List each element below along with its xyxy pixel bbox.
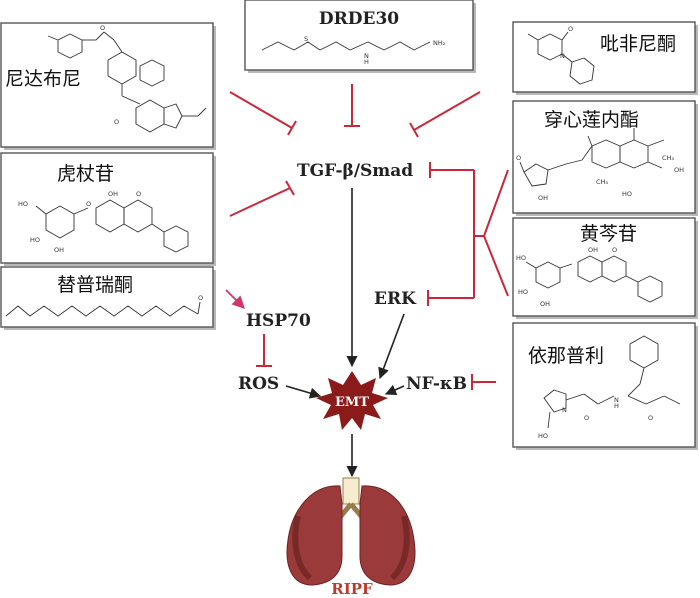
svg-text:O: O [584, 414, 589, 422]
teprenone-structure: O [5, 294, 203, 317]
svg-text:O: O [198, 294, 203, 302]
svg-text:N: N [560, 52, 565, 60]
svg-text:CH₃: CH₃ [596, 178, 608, 186]
baicalin-structure: HO HO OH OH O [516, 246, 663, 308]
node-emt: EMT [335, 395, 369, 410]
node-ripf: RIPF [331, 580, 373, 598]
polydatin-box: 虎杖苷 HO HO OH OH O O [0, 152, 216, 266]
teprenone-promote-arrow [225, 289, 245, 309]
svg-text:O: O [516, 154, 521, 162]
nintedanib-structure: O O [47, 24, 207, 133]
polydatin-label: 虎杖苷 [57, 163, 114, 185]
pirfenidone-box: 吡非尼酮 O N [512, 21, 698, 95]
svg-text:OH: OH [54, 246, 64, 254]
svg-text:HO: HO [516, 254, 526, 262]
svg-text:HO: HO [18, 200, 28, 208]
pirfenidone-label: 吡非尼酮 [600, 33, 676, 55]
svg-text:O: O [612, 246, 617, 254]
svg-text:O: O [86, 200, 91, 208]
svg-text:H: H [364, 58, 369, 66]
baicalin-label: 黄芩苷 [580, 223, 637, 245]
enalapril-structure: HO N N H O O [538, 335, 681, 440]
node-tgf-smad: TGF-β/Smad [297, 161, 413, 181]
teprenone-box: 替普瑞酮 O [0, 266, 216, 330]
svg-text:S: S [304, 35, 308, 43]
svg-text:CH₃: CH₃ [662, 154, 674, 162]
activation-edges [285, 188, 405, 478]
svg-text:H: H [614, 402, 619, 410]
svg-text:OH: OH [588, 246, 598, 254]
svg-text:OH: OH [108, 190, 118, 198]
lungs-illustration [286, 477, 416, 586]
polydatin-structure: HO HO OH OH O O [18, 190, 189, 254]
svg-text:O: O [568, 25, 573, 33]
andrographolide-box: 穿心莲内酯 O CH₃ CH₃ OH OH HO [512, 100, 698, 216]
svg-text:N: N [562, 406, 567, 414]
svg-text:N: N [614, 396, 619, 404]
svg-text:HO: HO [622, 190, 632, 198]
node-nfkb: NF-κB [406, 374, 467, 394]
svg-text:NH₂: NH₂ [433, 39, 446, 47]
node-ros: ROS [238, 374, 279, 394]
baicalin-box: 黄芩苷 HO HO OH OH O [512, 217, 698, 319]
svg-text:O: O [136, 190, 141, 198]
svg-text:OH: OH [674, 166, 684, 174]
drde30-box: DRDE30 S N H NH₂ [244, 0, 476, 73]
svg-text:HO: HO [538, 432, 548, 440]
svg-text:O: O [648, 414, 653, 422]
nintedanib-box: 尼达布尼 O O [0, 22, 216, 150]
svg-text:HO: HO [518, 288, 528, 296]
node-erk: ERK [374, 289, 417, 309]
enalapril-label: 依那普利 [528, 345, 604, 367]
svg-text:OH: OH [540, 300, 550, 308]
enalapril-box: 依那普利 HO N N H O O [512, 322, 698, 450]
nintedanib-label: 尼达布尼 [5, 68, 81, 90]
node-hsp70: HSP70 [246, 311, 311, 331]
teprenone-label: 替普瑞酮 [57, 274, 133, 296]
pirfenidone-structure: O N [527, 25, 595, 85]
svg-text:O: O [114, 118, 119, 126]
svg-text:OH: OH [538, 194, 548, 202]
svg-text:O: O [100, 24, 105, 32]
andrographolide-label: 穿心莲内酯 [544, 109, 639, 131]
inhibition-edges [229, 84, 509, 390]
svg-text:N: N [364, 52, 369, 60]
svg-text:HO: HO [30, 236, 40, 244]
andrographolide-structure: O CH₃ CH₃ OH OH HO [516, 128, 684, 202]
drde30-label: DRDE30 [319, 9, 399, 29]
emt-star: EMT [316, 371, 388, 430]
drde30-structure: S N H NH₂ [261, 35, 446, 66]
